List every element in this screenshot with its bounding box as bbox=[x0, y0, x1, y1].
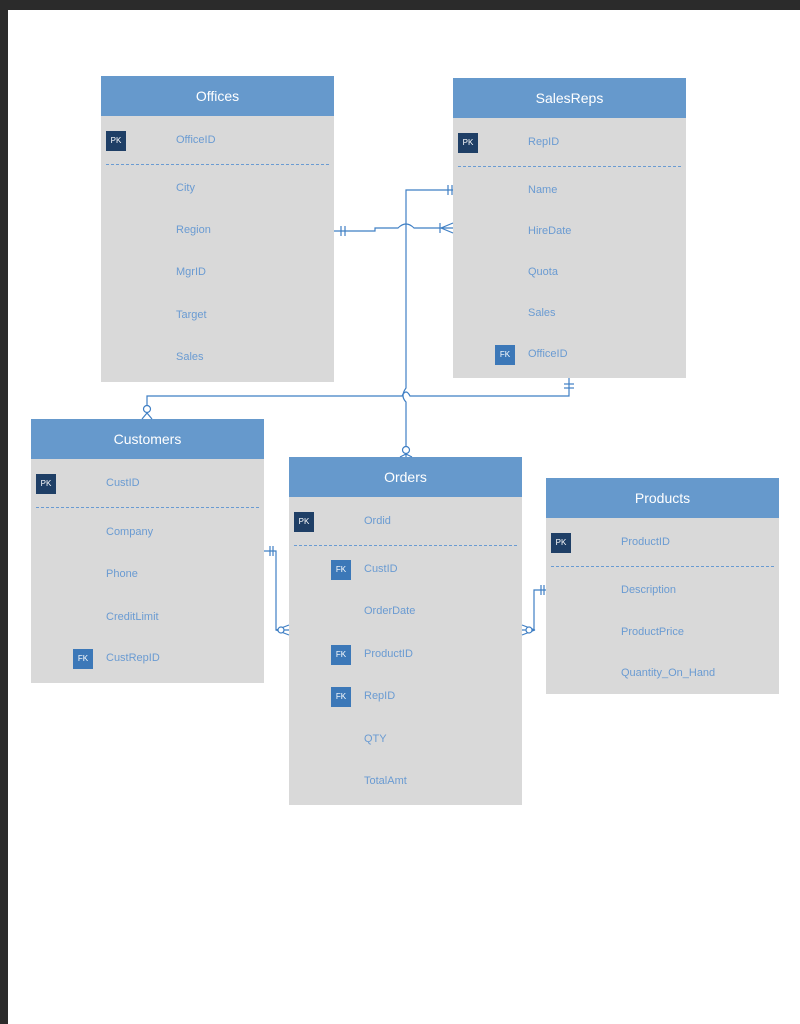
attribute-row-fk: FK OfficeID bbox=[453, 345, 686, 365]
entity-salesreps[interactable]: SalesReps PK RepID Name HireDate Quota S… bbox=[453, 78, 686, 378]
key-separator bbox=[294, 545, 517, 546]
attribute-name: Quantity_On_Hand bbox=[621, 667, 716, 679]
key-separator bbox=[458, 166, 681, 167]
pk-badge: PK bbox=[458, 133, 478, 153]
attribute-row: Description bbox=[546, 581, 779, 601]
entity-title: Orders bbox=[289, 457, 522, 497]
relationship-salesreps-orders bbox=[399, 185, 453, 458]
attribute-row-fk: FK ProductID bbox=[289, 645, 522, 665]
attribute-name: ProductPrice bbox=[621, 626, 684, 638]
attribute-name: Ordid bbox=[364, 515, 391, 527]
attribute-name: City bbox=[176, 182, 195, 194]
entity-title: Products bbox=[546, 478, 779, 518]
attribute-row: Name bbox=[453, 181, 686, 201]
key-separator bbox=[36, 507, 259, 508]
attribute-row: Target bbox=[101, 306, 334, 326]
entity-customers[interactable]: Customers PK CustID Company Phone Credit… bbox=[31, 419, 264, 683]
attribute-row: MgrID bbox=[101, 263, 334, 283]
attribute-name: RepID bbox=[528, 136, 560, 148]
attribute-name: Sales bbox=[176, 351, 204, 363]
attribute-name: ProductID bbox=[621, 536, 670, 548]
attribute-row-pk: PK ProductID bbox=[546, 533, 779, 553]
attribute-name: MgrID bbox=[176, 266, 206, 278]
attribute-row-pk: PK OfficeID bbox=[101, 131, 334, 151]
attribute-row: Quota bbox=[453, 263, 686, 283]
entity-title: SalesReps bbox=[453, 78, 686, 118]
fk-badge: FK bbox=[331, 687, 351, 707]
relationship-customers-orders bbox=[264, 546, 290, 636]
key-separator bbox=[551, 566, 774, 567]
attribute-name: Company bbox=[106, 526, 154, 538]
attribute-row-pk: PK CustID bbox=[31, 474, 264, 494]
attribute-row-fk: FK CustRepID bbox=[31, 649, 264, 669]
attribute-name: RepID bbox=[364, 690, 396, 702]
pk-badge: PK bbox=[36, 474, 56, 494]
diagram-canvas: Offices PK OfficeID City Region MgrID Ta… bbox=[8, 10, 800, 1024]
attribute-row: TotalAmt bbox=[289, 772, 522, 792]
entity-products[interactable]: Products PK ProductID Description Produc… bbox=[546, 478, 779, 694]
attribute-name: Phone bbox=[106, 568, 138, 580]
attribute-name: Quota bbox=[528, 266, 558, 278]
attribute-row-pk: PK Ordid bbox=[289, 512, 522, 532]
fk-badge: FK bbox=[73, 649, 93, 669]
attribute-row: CreditLimit bbox=[31, 608, 264, 628]
attribute-name: OrderDate bbox=[364, 605, 416, 617]
pk-badge: PK bbox=[551, 533, 571, 553]
fk-badge: FK bbox=[331, 560, 351, 580]
attribute-row: Sales bbox=[453, 304, 686, 324]
entity-title: Customers bbox=[31, 419, 264, 459]
attribute-name: HireDate bbox=[528, 225, 572, 237]
relationship-salesreps-customers bbox=[141, 378, 574, 420]
attribute-name: OfficeID bbox=[528, 348, 568, 360]
attribute-row-pk: PK RepID bbox=[453, 133, 686, 153]
relationship-orders-products bbox=[521, 585, 546, 636]
entity-title: Offices bbox=[101, 76, 334, 116]
attribute-name: Name bbox=[528, 184, 558, 196]
entity-orders[interactable]: Orders PK Ordid FK CustID OrderDate FK P… bbox=[289, 457, 522, 805]
attribute-name: ProductID bbox=[364, 648, 413, 660]
attribute-name: CustID bbox=[364, 563, 398, 575]
attribute-name: Region bbox=[176, 224, 211, 236]
attribute-row: City bbox=[101, 179, 334, 199]
attribute-name: CustID bbox=[106, 477, 140, 489]
fk-badge: FK bbox=[331, 645, 351, 665]
attribute-name: CreditLimit bbox=[106, 611, 159, 623]
entity-offices[interactable]: Offices PK OfficeID City Region MgrID Ta… bbox=[101, 76, 334, 382]
attribute-name: QTY bbox=[364, 733, 387, 745]
attribute-row-fk: FK RepID bbox=[289, 687, 522, 707]
pk-badge: PK bbox=[294, 512, 314, 532]
attribute-name: CustRepID bbox=[106, 652, 160, 664]
attribute-name: Description bbox=[621, 584, 677, 596]
attribute-row: Phone bbox=[31, 565, 264, 585]
attribute-name: Target bbox=[176, 309, 207, 321]
fk-badge: FK bbox=[495, 345, 515, 365]
attribute-row: QTY bbox=[289, 730, 522, 750]
attribute-row: Company bbox=[31, 523, 264, 543]
relationship-offices-salesreps bbox=[334, 222, 454, 236]
attribute-row: ProductPrice bbox=[546, 623, 779, 643]
attribute-row: Sales bbox=[101, 348, 334, 368]
attribute-name: OfficeID bbox=[176, 134, 216, 146]
attribute-name: TotalAmt bbox=[364, 775, 407, 787]
attribute-row: Quantity_On_Hand bbox=[546, 664, 779, 684]
attribute-row: HireDate bbox=[453, 222, 686, 242]
attribute-row: OrderDate bbox=[289, 602, 522, 622]
attribute-row-fk: FK CustID bbox=[289, 560, 522, 580]
pk-badge: PK bbox=[106, 131, 126, 151]
attribute-row: Region bbox=[101, 221, 334, 241]
attribute-name: Sales bbox=[528, 307, 556, 319]
key-separator bbox=[106, 164, 329, 165]
